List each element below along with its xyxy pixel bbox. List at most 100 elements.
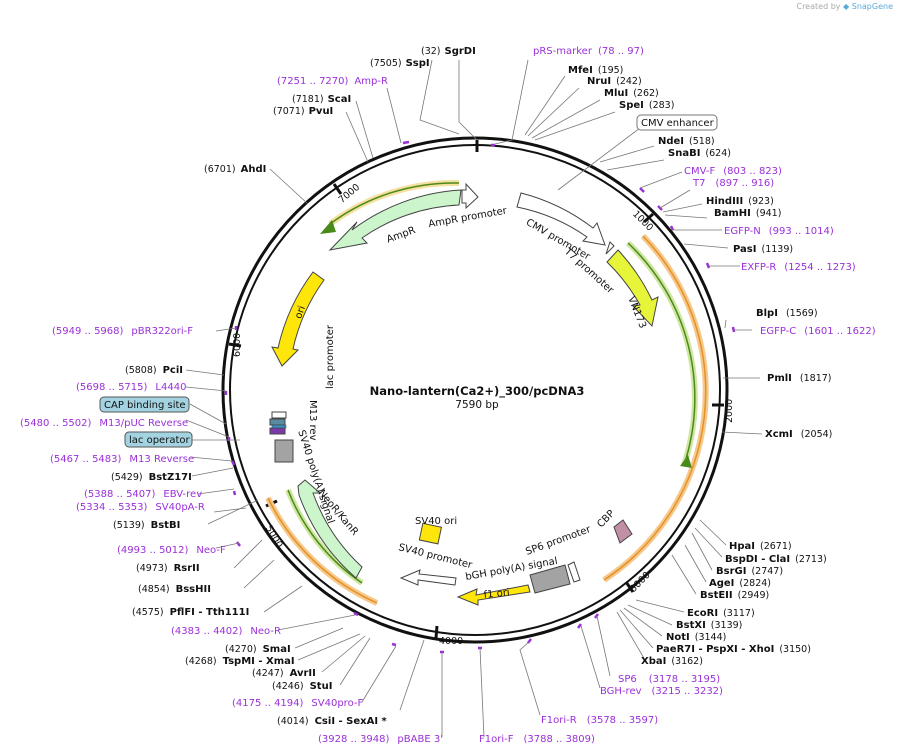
tick-marks: [228, 140, 724, 639]
label-tspmi-xmai: (4268)TspMI - XmaI: [185, 656, 295, 667]
vn173-arrow: [606, 249, 659, 328]
feature-label-lac-promoter: lac promoter: [325, 324, 336, 389]
label-pmli: PmlI(1817): [767, 373, 832, 384]
orange-arc-neo-line: [267, 497, 378, 604]
label-ecori: EcoRI(3117): [687, 608, 755, 619]
ori-arrow: [271, 271, 325, 367]
feature-label-f1-ori: f1 ori: [483, 587, 510, 601]
label-paer7i-pspxi-xhoi: PaeR7I - PspXI - XhoI(3150): [656, 644, 811, 655]
feature-label-m13-rev: M13 rev: [307, 400, 318, 441]
label-sv40pro-f: (4175 .. 4194)SV40pro-F: [232, 698, 363, 709]
feature-label-ampr: AmpR: [385, 225, 417, 246]
label-xbai: XbaI(3162): [641, 656, 703, 667]
label-ndei: NdeI(518): [658, 136, 715, 147]
label-bsshii: (4854)BssHII: [138, 584, 211, 595]
lac-operator-box: [269, 427, 286, 435]
label-sgrdi: (32)SgrDI: [421, 46, 476, 57]
label-stui: (4246)StuI: [272, 681, 332, 692]
feature-label-ori: ori: [293, 304, 308, 320]
tick-4000: 4000: [439, 636, 463, 647]
label-mlui: MluI(262): [604, 88, 659, 99]
label-t7: T7(897 .. 916): [692, 178, 774, 189]
label-bgh-rev: BGH-rev(3215 .. 3232): [600, 686, 723, 697]
credit-brand: SnapGene: [851, 2, 893, 11]
label-pcii: (5808)PciI: [125, 365, 183, 376]
tick-5000: 5000: [263, 524, 285, 550]
label-hpai: HpaI(2671): [729, 541, 792, 552]
label-bstz17i: (5429)BstZ17I: [111, 472, 192, 483]
label-bstbi: (5139)BstBI: [113, 520, 180, 531]
leader-lines: [185, 59, 763, 738]
lac-promoter-box: [271, 411, 287, 419]
label-agei: AgeI(2824): [709, 578, 771, 589]
green-arc-vn173-line: [627, 242, 696, 466]
label-f1ori-r: F1ori-R(3578 .. 3597): [541, 715, 658, 726]
orange-arc-egfp-line: [603, 235, 707, 581]
label-ebv-rev: (5388 .. 5407)EBV-rev: [84, 489, 202, 500]
label-pvui: (7071)PvuI: [273, 106, 333, 117]
label-noti: NotI(3144): [666, 632, 726, 643]
feature-label-sv40-promoter: SV40 promoter: [397, 542, 474, 571]
label-amp-r: (7251 .. 7270)Amp-R: [277, 76, 388, 87]
label-prs-marker: pRS-marker(78 .. 97): [533, 46, 644, 57]
label-egfp-n: EGFP-N(993 .. 1014): [724, 226, 834, 237]
tick-2000: 2000: [724, 399, 735, 423]
cap-binding-box: [269, 418, 286, 426]
plasmid-size: 7590 bp: [455, 399, 499, 411]
cbp-arrow: [613, 519, 633, 544]
sv40-ori-box: [418, 522, 443, 545]
feature-label-sv40-ori: SV40 ori: [415, 516, 457, 527]
label-mfei: MfeI(195): [568, 65, 623, 76]
label-smai: (4270)SmaI: [225, 644, 291, 655]
neo-kanr-arrow: [297, 479, 363, 579]
credit: Created by ◆ SnapGene: [796, 2, 893, 11]
label-sv40pa-r: (5334 .. 5353)SV40pA-R: [76, 502, 205, 513]
t7-promoter-marker: [605, 241, 615, 255]
label-scai: (7181)ScaI: [292, 94, 351, 105]
green-arc-neo-line: [287, 489, 363, 584]
label-nrui: NruI(242): [587, 76, 642, 87]
feature-label-ampr-promoter: AmpR promoter: [428, 205, 509, 230]
label-egfp-c: EGFP-C(1601 .. 1622): [760, 326, 876, 337]
label-m13-puc-reverse: (5480 .. 5502)M13/pUC Reverse: [20, 418, 188, 429]
label-hindiii: HindIII(923): [706, 196, 774, 207]
label-bspdi-clai: BspDI - ClaI(2713): [725, 554, 827, 565]
m13-rev-box: [271, 424, 287, 429]
green-arc-vn173-arrow: [680, 455, 692, 468]
label-cmv-f: CMV-F(803 .. 823): [684, 166, 782, 177]
label-pflfi-tth111i: (4575)PflFI - Tth111I: [132, 607, 249, 618]
label-neo-f: (4993 .. 5012)Neo-F: [117, 545, 226, 556]
boxed-cmv-enhancer: [636, 114, 718, 131]
label-rsrii: (4973)RsrII: [136, 563, 200, 574]
label-bsrgi: BsrGI(2747): [716, 566, 783, 577]
label-neo-r: (4383 .. 4402)Neo-R: [171, 626, 281, 637]
bgh-polya-box: [529, 564, 571, 594]
label-f1ori-f: F1ori-F(3788 .. 3809): [479, 734, 595, 745]
label-avrii: (4247)AvrII: [252, 668, 316, 679]
ampr-arrow: [328, 189, 462, 251]
label-pasi: PasI(1139): [733, 244, 793, 255]
label-pbr322ori-f: (5949 .. 5968)pBR322ori-F: [52, 326, 193, 337]
label-csii-sexai: (4014)CsiI - SexAI *: [277, 716, 388, 727]
boxed-cap-binding-site: [99, 396, 190, 413]
boxed-lac-operator: [124, 431, 193, 448]
label-pbabe-3: (3928 .. 3948)pBABE 3': [318, 734, 443, 745]
label-l4440: (5698 .. 5715)L4440: [76, 382, 186, 393]
sv40-polya-box: [274, 439, 294, 463]
label-xcmi: XcmI(2054): [765, 429, 832, 440]
credit-prefix: Created by: [796, 2, 841, 11]
label-sp6: SP6(3178 .. 3195): [618, 674, 720, 685]
right-labels: (32)SgrDI pRS-marker(78 .. 97) MfeI(195)…: [421, 46, 876, 745]
cmv-promoter-arrow: [516, 192, 606, 246]
boxed-cap-binding-site-text: CAP binding site: [104, 400, 186, 411]
tick-6000: 6000: [232, 333, 243, 357]
label-m13-reverse: (5467 .. 5483)M13 Reverse: [50, 454, 194, 465]
label-snabi: SnaBI(624): [668, 148, 731, 159]
ampr-promoter-arrow: [461, 182, 479, 210]
label-spei: SpeI(283): [619, 100, 674, 111]
tick-1000: 1000: [630, 209, 655, 234]
label-sspi: (7505)SspI: [370, 58, 430, 69]
green-arc-amp-arrow: [320, 220, 336, 234]
boxed-cmv-enhancer-text: CMV enhancer: [641, 118, 715, 129]
